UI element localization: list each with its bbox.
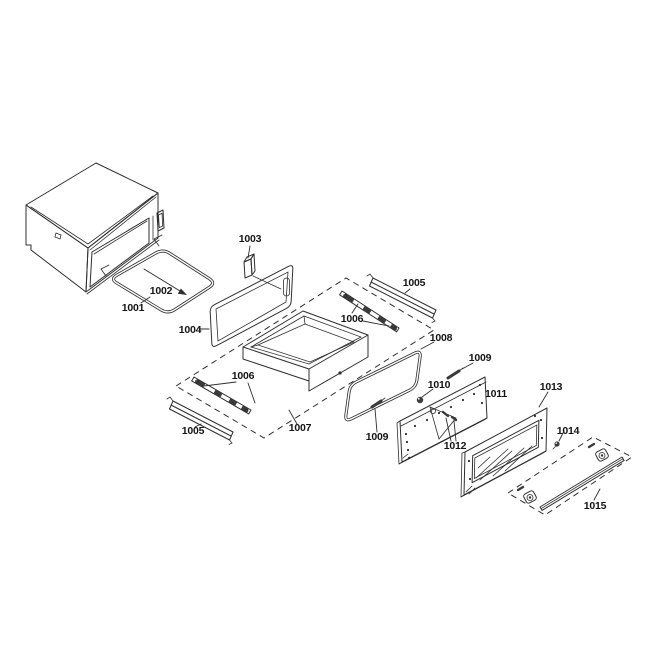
drawer-seal-1001 (100, 234, 215, 314)
leader-lines (140, 288, 601, 501)
handle-bracket-right (587, 442, 609, 462)
callout-1006-upper-label: 1006 (341, 313, 364, 325)
outer-door-panel-1013 (460, 407, 548, 498)
callout-1002-label: 1002 (150, 285, 173, 297)
callout-1007-label: 1007 (289, 422, 312, 434)
callout-1003-label: 1003 (239, 233, 262, 245)
callout-1015-label: 1015 (584, 500, 607, 512)
callout-1001-label: 1001 (122, 302, 145, 314)
callout-1008-label: 1008 (430, 332, 453, 344)
clip-block-1003 (243, 245, 282, 290)
callout-1013-label: 1013 (540, 381, 563, 393)
handle-bracket-left (516, 485, 537, 504)
callout-1009-upper-label: 1009 (469, 352, 492, 364)
door-gasket-1008 (344, 350, 422, 422)
drawer-assembly-outline-1007 (175, 277, 435, 439)
mount-rail-1005-upper (366, 273, 437, 323)
telescopic-slide-1006-lower (191, 376, 252, 415)
screw-1012-a (441, 410, 450, 418)
seal-clip-top (153, 234, 163, 247)
seal-clip-left (100, 264, 110, 277)
screw-1012-b (450, 415, 458, 422)
callout-labels: 1001 1002 1003 1004 1005 1006 1006 1005 … (122, 233, 607, 512)
callout-1011-label: 1011 (485, 388, 507, 400)
screw-1009-lower (370, 397, 386, 409)
callout-1005-lower-label: 1005 (182, 425, 205, 437)
inner-door-panel-1011 (396, 376, 488, 465)
frame-slot (283, 277, 290, 297)
drawer-pan (242, 310, 369, 392)
callout-1006-lower-label: 1006 (232, 370, 255, 382)
insert-direction-arrow-1002 (143, 268, 187, 295)
cabinet-box (25, 162, 165, 295)
callout-1014-label: 1014 (557, 425, 580, 437)
callout-1012-label: 1012 (444, 440, 467, 452)
grommet-1010 (416, 396, 424, 404)
callout-1005-upper-label: 1005 (403, 277, 426, 289)
screw-1009-upper (446, 367, 464, 380)
telescopic-slide-1006-upper (339, 290, 400, 333)
mount-rail-1005-lower (166, 396, 234, 445)
handle-bar (539, 456, 625, 511)
screw-1014 (552, 441, 560, 450)
pan-hole (338, 371, 342, 375)
callout-1009-lower-label: 1009 (366, 431, 389, 443)
handle-assembly-1015 (507, 436, 633, 516)
callout-1004-label: 1004 (179, 324, 202, 336)
glass-reflection-lines (475, 445, 533, 481)
callout-1010-label: 1010 (428, 379, 451, 391)
front-frame-1004 (209, 265, 294, 347)
